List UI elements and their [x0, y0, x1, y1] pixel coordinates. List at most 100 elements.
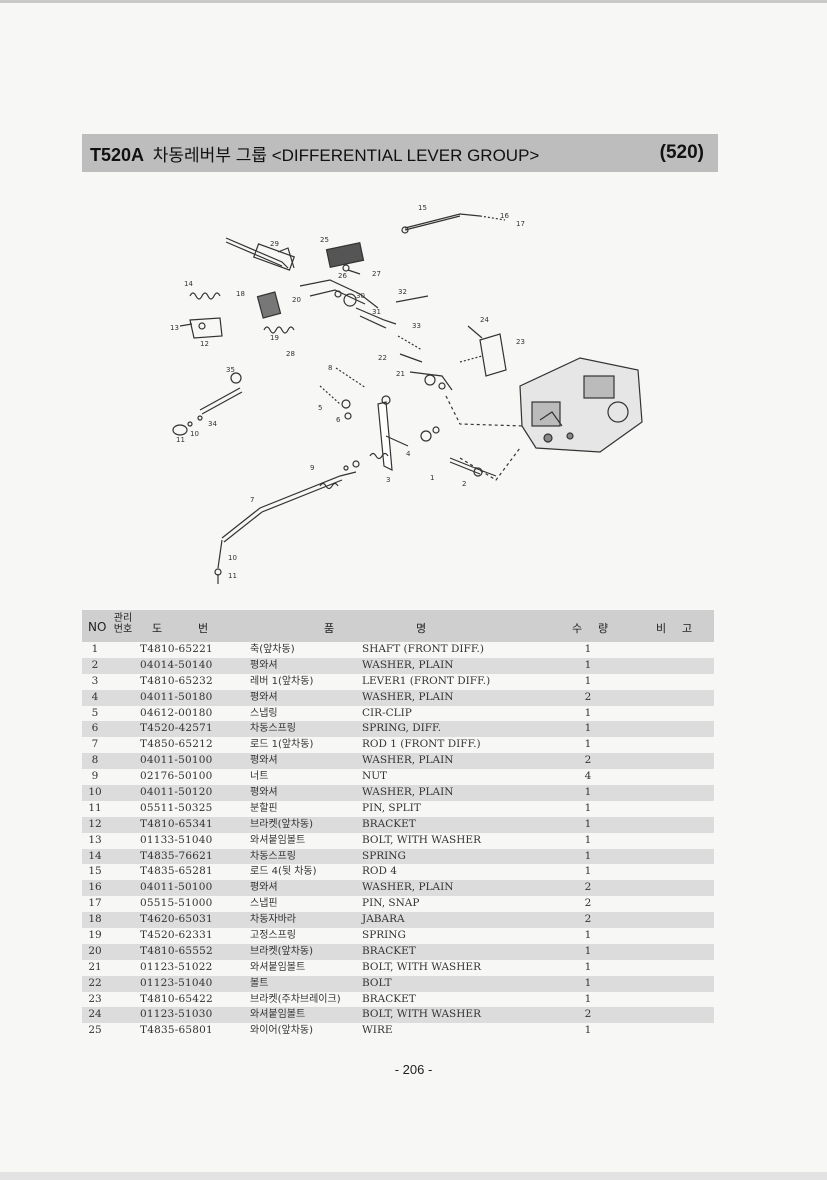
part-number: 05515-51000 — [140, 897, 213, 910]
part-name-korean: 레버 1(앞차동) — [250, 675, 314, 687]
part-name-korean: 브라켓(앞차동) — [250, 818, 314, 830]
part-name-english: CIR-CLIP — [362, 706, 412, 719]
part-name-english: WASHER, PLAIN — [362, 658, 454, 671]
part-name-korean: 와이어(앞차동) — [250, 1025, 314, 1037]
part-quantity: 2 — [584, 1008, 592, 1021]
row-no: 2 — [91, 658, 99, 671]
part-name-korean: 와셔붙임볼트 — [250, 1009, 306, 1021]
part-name-korean: 스냅핀 — [250, 898, 278, 910]
svg-text:12: 12 — [200, 340, 209, 348]
part-number: 01133-51040 — [140, 833, 213, 846]
svg-text:10: 10 — [228, 554, 237, 562]
group-title: 차동레버부 그룹 <DIFFERENTIAL LEVER GROUP> — [152, 145, 540, 165]
row-no: 1 — [91, 643, 99, 655]
part-name-english: PIN, SNAP — [362, 897, 420, 910]
row-no: 19 — [88, 929, 102, 942]
svg-text:25: 25 — [320, 236, 329, 244]
part-quantity: 1 — [584, 1024, 592, 1037]
part-number: T4835-76621 — [140, 849, 213, 862]
part-name-english: SPRING, DIFF. — [362, 722, 442, 735]
part-quantity: 1 — [584, 786, 592, 799]
part-name-english: ROD 4 — [362, 865, 397, 878]
part-quantity: 1 — [584, 738, 592, 751]
row-no: 25 — [88, 1024, 102, 1037]
row-no: 12 — [88, 817, 102, 830]
part-quantity: 4 — [584, 770, 592, 783]
part-name-english: PIN, SPLIT — [362, 801, 421, 814]
part-name-korean: 브라켓(주차브레이크) — [250, 993, 341, 1005]
col-remarks-1: 비 — [656, 622, 667, 635]
part-name-korean: 스냅링 — [250, 707, 278, 719]
svg-text:26: 26 — [338, 272, 347, 280]
svg-text:5: 5 — [318, 404, 322, 412]
svg-text:13: 13 — [170, 324, 179, 332]
part-quantity: 1 — [584, 674, 592, 687]
part-number: T4835-65281 — [140, 865, 213, 878]
part-name-english: WASHER, PLAIN — [362, 786, 454, 799]
part-name-english: LEVER1 (FRONT DIFF.) — [362, 674, 491, 687]
svg-text:11: 11 — [228, 572, 237, 580]
part-number: 05511-50325 — [140, 801, 213, 814]
part-name-korean: 차동스프링 — [250, 723, 296, 735]
part-number: T4520-62331 — [140, 929, 213, 942]
svg-text:22: 22 — [378, 354, 387, 362]
part-name-korean: 평와셔 — [250, 755, 278, 767]
row-no: 4 — [91, 690, 99, 703]
svg-text:20: 20 — [292, 296, 301, 304]
svg-text:21: 21 — [396, 370, 405, 378]
svg-text:18: 18 — [236, 290, 245, 298]
part-number: T4850-65212 — [140, 738, 213, 751]
svg-text:29: 29 — [270, 240, 279, 248]
col-remarks-2: 고 — [682, 622, 693, 635]
svg-text:15: 15 — [418, 204, 427, 212]
part-quantity: 1 — [584, 801, 592, 814]
header-title-group: T520A 차동레버부 그룹 <DIFFERENTIAL LEVER GROUP… — [90, 141, 539, 166]
part-name-english: BOLT, WITH WASHER — [362, 1008, 481, 1021]
part-number: 04612-00180 — [140, 706, 213, 719]
svg-text:11: 11 — [176, 436, 185, 444]
part-number: 02176-50100 — [140, 770, 213, 783]
group-code: T520A — [90, 144, 145, 165]
part-quantity: 1 — [584, 944, 592, 957]
col-drawing-2: 번 — [198, 622, 209, 635]
page-edge-top — [0, 0, 827, 3]
row-no: 23 — [88, 992, 102, 1005]
row-no: 18 — [88, 913, 102, 926]
part-number: T4810-65221 — [140, 643, 213, 655]
part-quantity: 2 — [584, 881, 592, 894]
part-number: 04014-50140 — [140, 658, 213, 671]
part-name-english: BRACKET — [362, 992, 416, 1005]
svg-text:23: 23 — [516, 338, 525, 346]
part-quantity: 2 — [584, 897, 592, 910]
svg-text:19: 19 — [270, 334, 279, 342]
part-number: 04011-50100 — [140, 754, 213, 767]
part-name-english: BOLT, WITH WASHER — [362, 960, 481, 973]
col-name-1: 품 — [324, 622, 335, 635]
col-management-number: 관리 번호 — [113, 613, 133, 635]
part-name-korean: 평와셔 — [250, 882, 278, 894]
part-name-korean: 평와셔 — [250, 691, 278, 703]
part-name-korean: 볼트 — [250, 977, 269, 989]
svg-text:30: 30 — [356, 292, 365, 300]
part-name-english: BOLT — [362, 976, 392, 989]
part-name-english: SPRING — [362, 849, 406, 862]
part-name-korean: 와셔붙임볼트 — [250, 961, 306, 973]
part-name-english: SHAFT (FRONT DIFF.) — [362, 643, 484, 655]
row-no: 20 — [88, 944, 102, 957]
svg-text:33: 33 — [412, 322, 421, 330]
part-quantity: 1 — [584, 722, 592, 735]
row-no: 15 — [88, 865, 102, 878]
part-number: T4810-65552 — [140, 944, 213, 957]
svg-text:24: 24 — [480, 316, 489, 324]
part-name-korean: 차동스프링 — [250, 850, 296, 862]
row-no: 16 — [88, 881, 102, 894]
row-no: 6 — [91, 722, 99, 735]
